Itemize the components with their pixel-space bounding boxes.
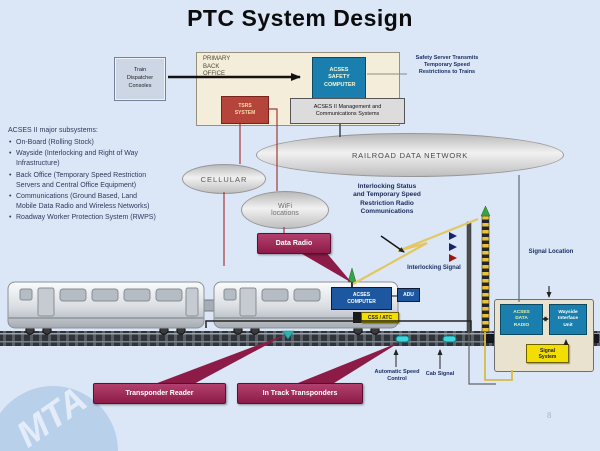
acses-safety-computer-label: ACSES SAFETY COMPUTER — [324, 66, 356, 88]
primary-back-office-label: PRIMARY BACK OFFICE — [203, 56, 231, 77]
acses-management-box: ACSES II Management and Communications S… — [290, 98, 405, 124]
signal-pole — [466, 221, 472, 333]
wayside-track-stub-left — [486, 334, 494, 343]
list-item: On-Board (Rolling Stock) — [8, 138, 158, 148]
adu-label: ADU — [403, 291, 414, 298]
wayside-acses-data-radio-box: ACSES DATA RADIO — [500, 304, 543, 335]
css-atc-connector-block — [353, 312, 361, 323]
automatic-speed-control-label: Automatic Speed Control — [374, 369, 420, 383]
train-coupler — [202, 299, 216, 312]
onboard-acses-computer-box: ACSES COMPUTER — [331, 287, 392, 310]
css-atc-label: CSS / ATC — [367, 314, 393, 321]
in-track-transponders-callout: In Track Transponders — [237, 383, 363, 404]
train-dispatcher-consoles-box: Train Dispatcher Consoles — [114, 57, 166, 101]
wayside-interface-unit-label: Wayside Interface Unit — [558, 309, 578, 328]
data-radio-callout: Data Radio — [257, 233, 331, 254]
css-atc-box: CSS / ATC — [361, 312, 399, 323]
safety-server-annotation: Safety Server Transmits Temporary Speed … — [415, 55, 479, 76]
in-track-transponders-label: In Track Transponders — [262, 390, 338, 397]
page-title: PTC System Design — [187, 5, 413, 31]
cellular-cloud: CELLULAR — [182, 164, 266, 194]
interlocking-status-note: Interlocking Status and Temporary Speed … — [353, 183, 421, 216]
tsrs-system-label: TSRS SYSTEM — [234, 103, 256, 116]
signal-location-label: Signal Location — [528, 249, 574, 255]
track-transponder — [442, 335, 457, 343]
wayside-antenna-mast-icon — [480, 205, 491, 333]
signal-system-box: Signal System — [526, 344, 569, 363]
page-number: 8 — [547, 411, 552, 420]
cab-signal-label: Cab Signal — [425, 371, 455, 377]
transponder-reader-label: Transponder Reader — [125, 390, 194, 397]
train-car-1 — [7, 281, 205, 335]
wayside-acses-data-radio-label: ACSES DATA RADIO — [513, 309, 530, 328]
list-item: Communications (Ground Based, Land Mobil… — [8, 192, 158, 212]
acses-management-label: ACSES II Management and Communications S… — [313, 103, 382, 117]
railroad-data-network-label: RAILROAD DATA NETWORK — [351, 150, 469, 160]
interlocking-signal-label: Interlocking Signal — [407, 265, 461, 271]
list-item: Wayside (Interlocking and Right of Way I… — [8, 149, 158, 169]
transponder-reader-callout: Transponder Reader — [93, 383, 226, 404]
data-radio-label: Data Radio — [275, 240, 313, 247]
track-transponder — [395, 335, 410, 343]
wayside-track-stub-right — [590, 334, 599, 343]
wifi-cloud: WiFi locations — [241, 191, 329, 229]
train-dispatcher-label: Train Dispatcher Consoles — [126, 67, 154, 89]
list-item: Roadway Worker Protection System (RWPS) — [8, 213, 158, 223]
onboard-acses-computer-label: ACSES COMPUTER — [347, 292, 376, 305]
wayside-interface-unit-box: Wayside Interface Unit — [549, 304, 587, 335]
railroad-data-network-cloud: RAILROAD DATA NETWORK — [256, 133, 564, 177]
adu-box: ADU — [397, 288, 420, 302]
subsystem-list: ACSES II major subsystems: On-Board (Rol… — [8, 126, 158, 224]
wifi-label: WiFi locations — [271, 203, 299, 217]
tsrs-system-box: TSRS SYSTEM — [221, 96, 269, 124]
cellular-label: CELLULAR — [200, 174, 248, 184]
subsystem-list-heading: ACSES II major subsystems: — [8, 127, 98, 134]
acses-safety-computer-box: ACSES SAFETY COMPUTER — [312, 57, 366, 99]
interlocking-signal-icon — [449, 232, 457, 262]
list-item: Back Office (Temporary Speed Restriction… — [8, 171, 158, 191]
signal-system-label: Signal System — [538, 347, 557, 360]
